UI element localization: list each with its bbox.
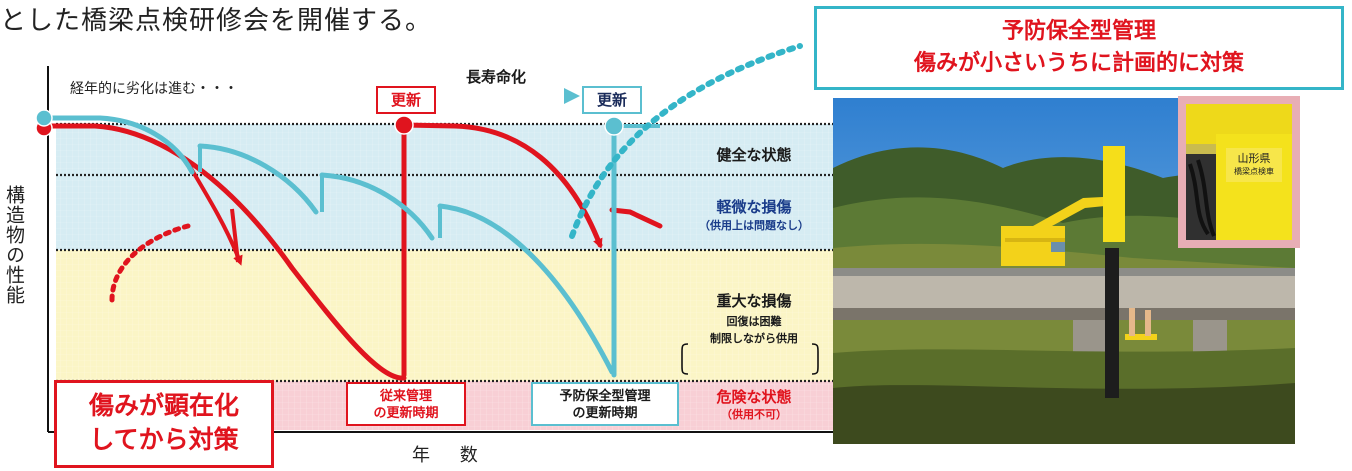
- intro-sentence: とした橋梁点検研修会を開催する。: [0, 6, 433, 36]
- performance-diagram: [35, 43, 860, 440]
- preventive-renewal-timing: 予防保全型管理 の更新時期: [531, 382, 679, 426]
- preventive-pointer: [569, 43, 803, 239]
- zone-sublabel-serious-1: 回復は困難: [726, 315, 782, 328]
- reactive-pointer: [109, 223, 191, 303]
- zone-sublabel-serious-2: 制限しながら供用: [710, 332, 798, 345]
- reactive-callout-line2: してから対策: [89, 425, 239, 454]
- conventional-timing-line2: の更新時期: [373, 406, 439, 421]
- life-extension-label: 長寿命化: [466, 68, 527, 86]
- reactive-callout-line1: 傷みが顕在化: [88, 391, 239, 420]
- headline-line1: 予防保全型管理: [1001, 19, 1156, 44]
- inset-sign-line2: 橋梁点検車: [1234, 167, 1274, 176]
- inspection-vehicle-inset: 山形県 橋梁点検車: [1178, 96, 1300, 248]
- preventive-timing-line2: の更新時期: [572, 406, 638, 421]
- preventive-curve: [39, 115, 617, 378]
- reactive-callout: 傷みが顕在化 してから対策: [54, 380, 274, 468]
- inset-sign-line1: 山形県: [1237, 152, 1271, 165]
- preventive-timing-line1: 予防保全型管理: [559, 389, 651, 404]
- zone-label-danger: 危険な状態: [716, 388, 792, 406]
- inset-photo: 山形県 橋梁点検車: [1186, 104, 1292, 240]
- renewal-point-red: [394, 115, 414, 135]
- zone-label-healthy: 健全な状態: [716, 146, 792, 164]
- renewal-label-preventive: 更新: [582, 86, 642, 114]
- y-axis-label: 構造物の性能: [3, 185, 25, 305]
- aging-note: 経年的に劣化は進む・・・: [70, 81, 238, 97]
- zone-sublabel-danger: （供用不可）: [721, 408, 787, 421]
- renewal-point-blue: [604, 116, 624, 136]
- zone-label-minor: 軽微な損傷: [716, 198, 792, 216]
- start-point-blue: [35, 109, 53, 127]
- renewal-label-conventional: 更新: [376, 86, 436, 114]
- zone-label-serious: 重大な損傷: [716, 292, 792, 310]
- conventional-timing-line1: 従来管理: [379, 389, 432, 404]
- conventional-curve: [39, 122, 663, 381]
- conventional-renewal-timing: 従来管理 の更新時期: [346, 382, 466, 426]
- x-axis-label: 年 数: [412, 445, 490, 466]
- zone-sublabel-minor: （供用上は問題なし）: [699, 219, 809, 232]
- preventive-headline: 予防保全型管理 傷みが小さいうちに計画的に対策: [814, 6, 1344, 90]
- headline-line2: 傷みが小さいうちに計画的に対策: [913, 51, 1244, 76]
